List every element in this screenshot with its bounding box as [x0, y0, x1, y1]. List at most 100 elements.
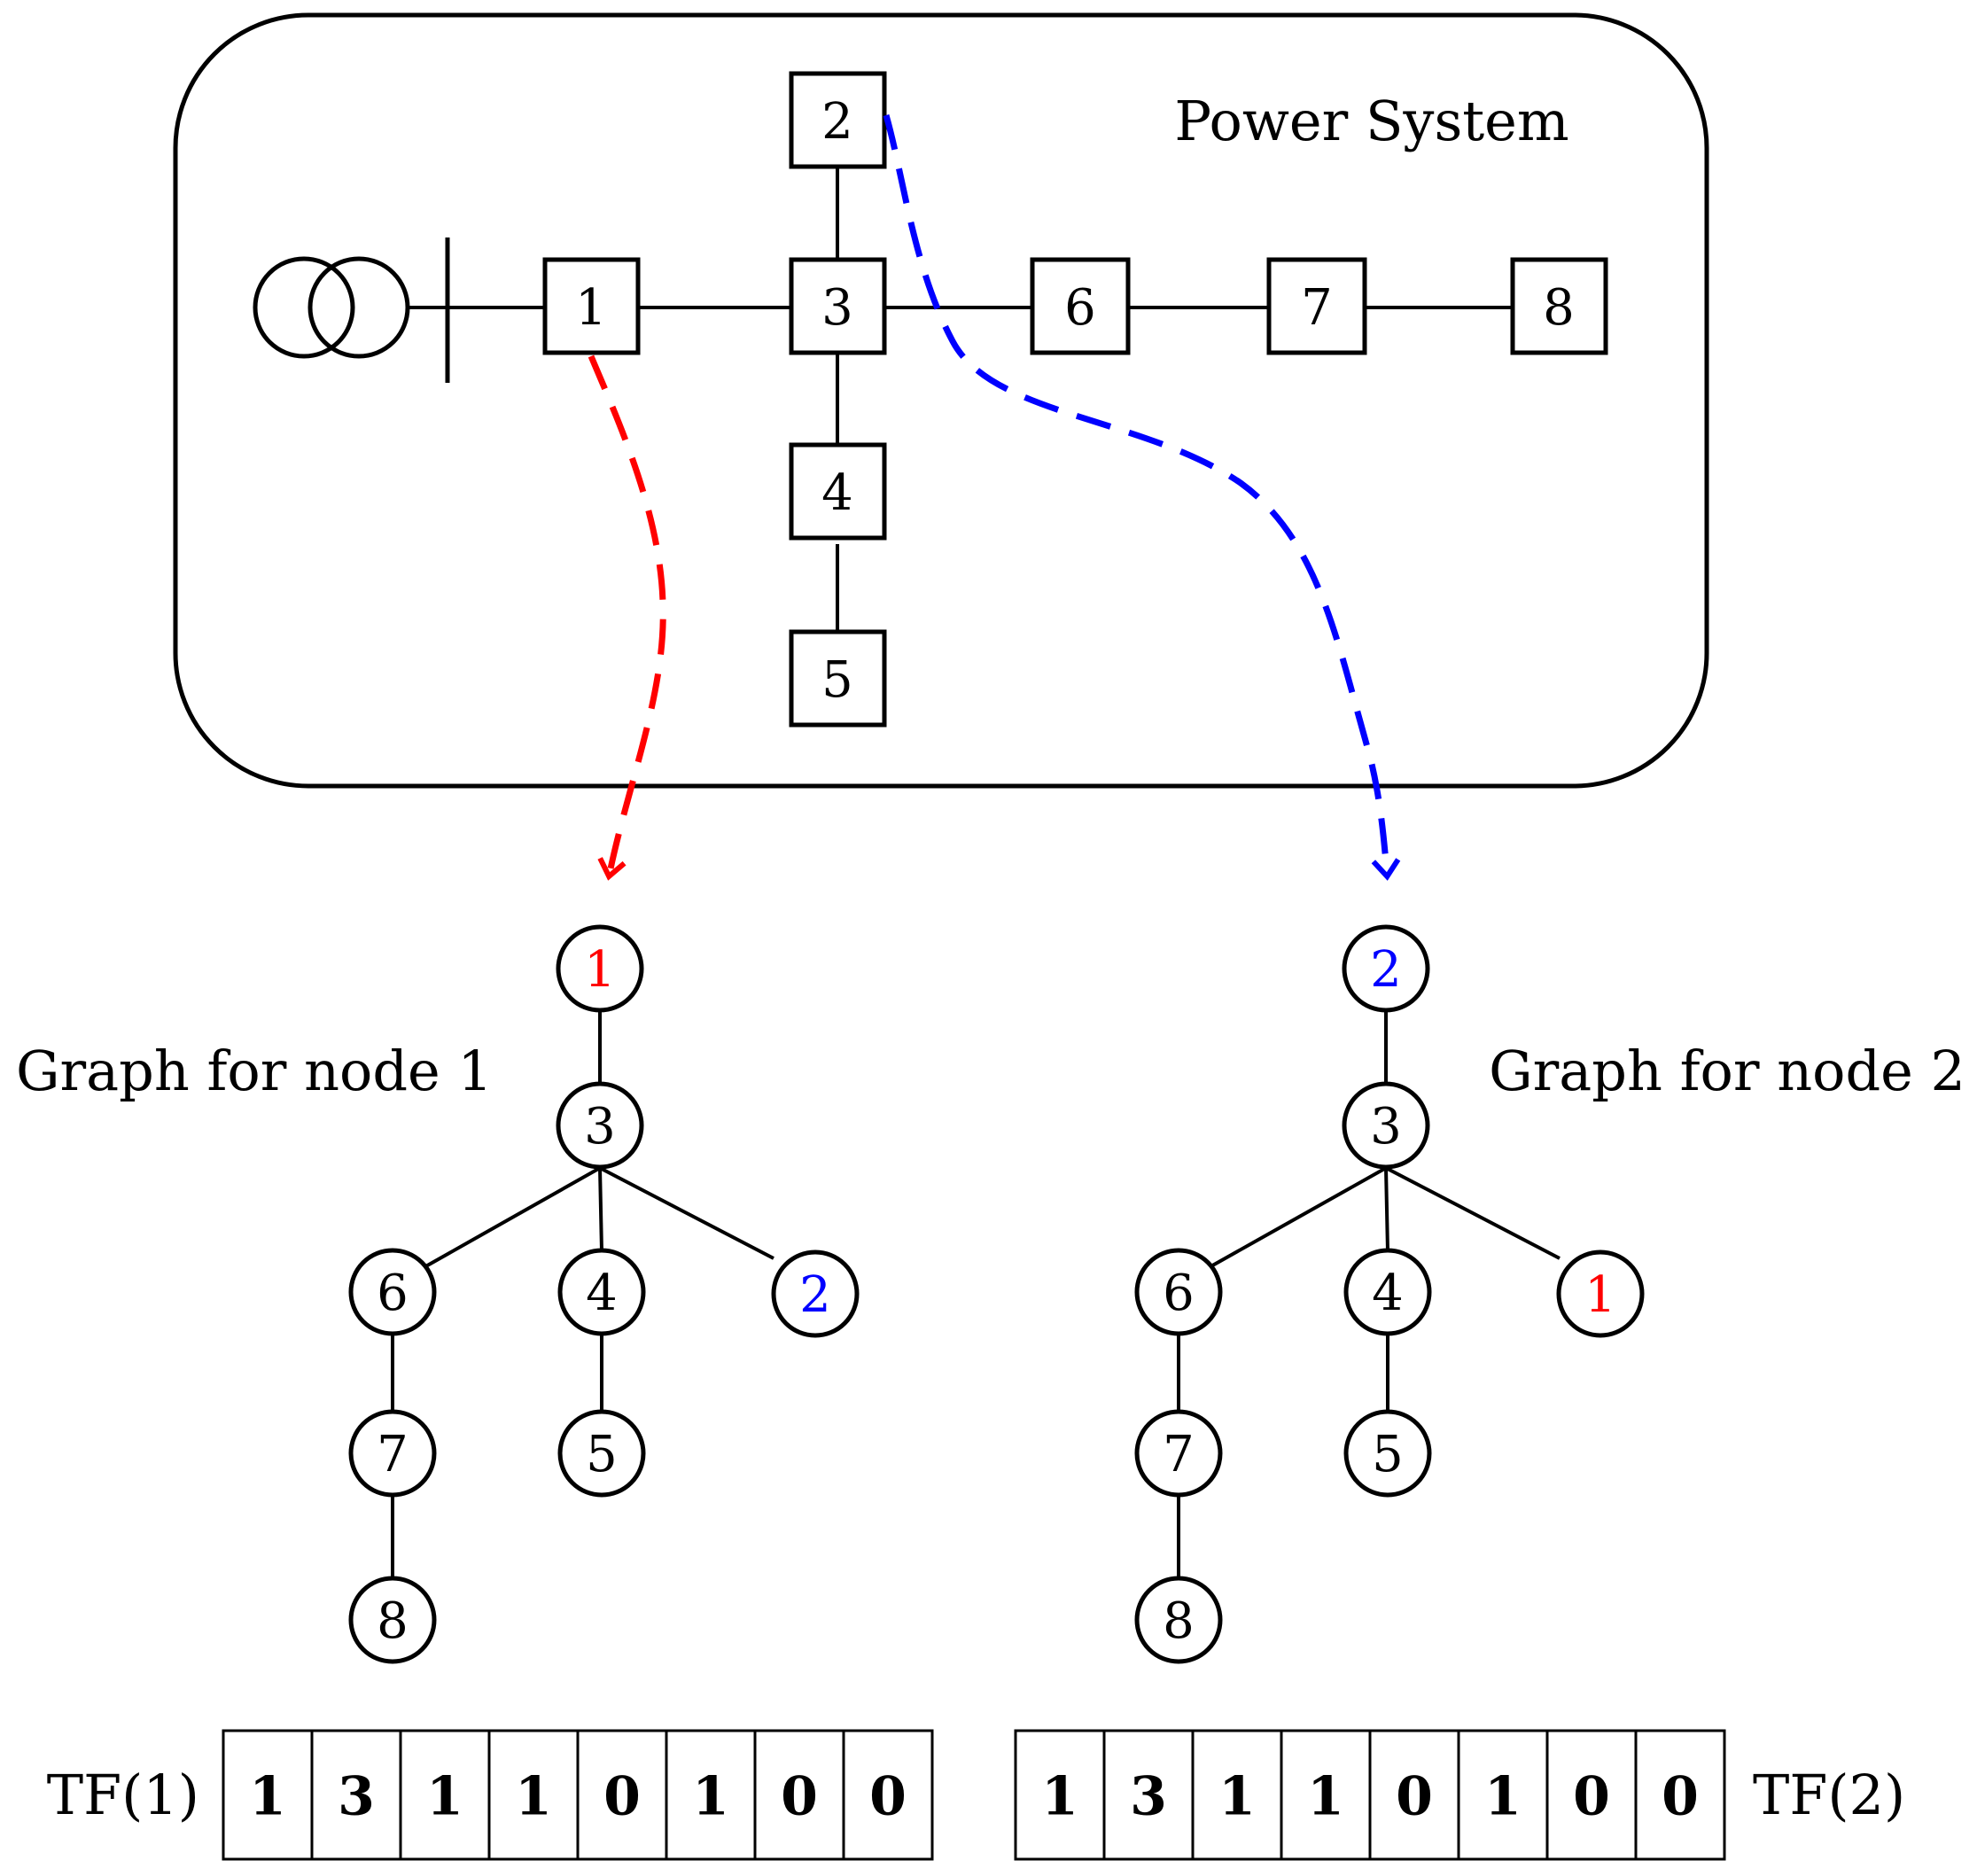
- graph-node_1-circle-3: 3: [556, 1081, 644, 1170]
- svg-text:6: 6: [1163, 1265, 1195, 1322]
- graph-node_1-circle-6: 6: [348, 1248, 437, 1336]
- svg-text:0: 0: [1573, 1766, 1610, 1828]
- transformer-icon: [253, 256, 410, 359]
- svg-text:1: 1: [1307, 1766, 1344, 1828]
- graph-node_1-circle-7: 7: [348, 1409, 437, 1498]
- svg-text:6: 6: [1064, 279, 1096, 337]
- svg-text:7: 7: [1301, 279, 1333, 337]
- svg-text:8: 8: [1543, 279, 1575, 337]
- svg-text:7: 7: [1163, 1426, 1195, 1483]
- svg-text:0: 0: [781, 1766, 818, 1828]
- svg-text:3: 3: [338, 1766, 375, 1828]
- svg-text:5: 5: [586, 1426, 618, 1483]
- svg-text:8: 8: [377, 1592, 409, 1650]
- tf1-cell-1: 3: [310, 1729, 402, 1861]
- graph-node_2-circle-8: 8: [1134, 1576, 1223, 1664]
- graph-node_2-circle-2: 2: [1342, 924, 1430, 1013]
- power-system-panel: Power System 1 2 3: [173, 12, 1709, 789]
- tf1-cell-5: 1: [665, 1729, 757, 1861]
- graph-node_2-circle-5: 5: [1343, 1409, 1432, 1498]
- svg-text:4: 4: [821, 464, 853, 522]
- graph-node_1-circle-1: 1: [556, 924, 644, 1013]
- power-system-border: [173, 12, 1709, 789]
- svg-text:8: 8: [1163, 1592, 1195, 1650]
- bus-4: 4: [789, 442, 887, 541]
- graph-node_2-circle-7: 7: [1134, 1409, 1223, 1498]
- graph-node_2-circle-4: 4: [1343, 1248, 1432, 1336]
- bus-1: 1: [542, 257, 641, 355]
- svg-text:1: 1: [1584, 1266, 1616, 1324]
- svg-text:2: 2: [799, 1266, 831, 1324]
- tf1-cell-3: 1: [487, 1729, 580, 1861]
- power-lines: [448, 167, 1513, 632]
- svg-text:1: 1: [1484, 1766, 1522, 1828]
- graph-node_2-circle-3: 3: [1342, 1081, 1430, 1170]
- tf1-cell-7: 0: [842, 1729, 934, 1861]
- tf1-label: TF(1): [47, 1763, 199, 1827]
- graph-node_2-circle-1: 1: [1556, 1249, 1645, 1338]
- svg-text:5: 5: [1372, 1426, 1404, 1483]
- svg-text:3: 3: [1130, 1766, 1167, 1828]
- graph-node-2-edges: [1177, 1010, 1561, 1577]
- svg-text:1: 1: [426, 1766, 463, 1828]
- svg-text:2: 2: [821, 93, 853, 151]
- svg-text:1: 1: [1218, 1766, 1256, 1828]
- graph-node_1-circle-2: 2: [771, 1249, 860, 1338]
- graph-node-1-title: Graph for node 1: [16, 1039, 493, 1103]
- graph-node_1-circle-5: 5: [557, 1409, 646, 1498]
- tf2-cell-0: 1: [1014, 1729, 1106, 1861]
- svg-text:7: 7: [377, 1426, 409, 1483]
- svg-text:3: 3: [821, 279, 853, 337]
- bus-3: 3: [789, 257, 887, 355]
- tf2-cell-4: 0: [1368, 1729, 1460, 1861]
- graph-node-1: Graph for node 1 1 3 6 4 2 7 5 8: [16, 924, 860, 1664]
- svg-text:1: 1: [1041, 1766, 1078, 1828]
- bus-2: 2: [789, 71, 887, 169]
- graph-node-1-nodes: 1 3 6 4 2 7 5 8: [348, 924, 860, 1664]
- graph-node-2: Graph for node 2 2 3 6 4 1 7 5 8: [1134, 924, 1965, 1664]
- tf2-cell-6: 0: [1545, 1729, 1638, 1861]
- bus-5: 5: [789, 629, 887, 728]
- tf2-cell-2: 1: [1191, 1729, 1283, 1861]
- bus-6: 6: [1030, 257, 1131, 355]
- svg-text:6: 6: [377, 1265, 409, 1322]
- svg-text:4: 4: [1372, 1265, 1404, 1322]
- tf2-cell-7: 0: [1634, 1729, 1726, 1861]
- tf2-cell-1: 3: [1102, 1729, 1195, 1861]
- svg-text:0: 0: [603, 1766, 641, 1828]
- svg-text:1: 1: [575, 279, 607, 337]
- tf2-cell-5: 1: [1457, 1729, 1549, 1861]
- graph-node_2-circle-6: 6: [1134, 1248, 1223, 1336]
- bus-7: 7: [1266, 257, 1367, 355]
- svg-text:1: 1: [692, 1766, 729, 1828]
- svg-text:0: 0: [869, 1766, 907, 1828]
- tf1-cell-4: 0: [576, 1729, 668, 1861]
- graph-node-1-edges: [391, 1010, 774, 1577]
- tf2-cell-3: 1: [1280, 1729, 1372, 1861]
- graph-node-2-nodes: 2 3 6 4 1 7 5 8: [1134, 924, 1645, 1664]
- svg-text:2: 2: [1370, 941, 1402, 999]
- tf1-cell-2: 1: [399, 1729, 491, 1861]
- power-system-title: Power System: [1174, 89, 1568, 153]
- graph-node_1-circle-4: 4: [557, 1248, 646, 1336]
- tf2-label: TF(2): [1753, 1763, 1905, 1827]
- svg-text:1: 1: [584, 941, 616, 999]
- svg-text:0: 0: [1662, 1766, 1699, 1828]
- graph-node_1-circle-8: 8: [348, 1576, 437, 1664]
- arrow-to-graph-node-2: [883, 114, 1401, 881]
- bus-8: 8: [1510, 257, 1608, 355]
- svg-text:0: 0: [1396, 1766, 1433, 1828]
- arrow-to-graph-node-1: [588, 354, 666, 881]
- svg-text:5: 5: [821, 651, 853, 709]
- svg-text:1: 1: [515, 1766, 552, 1828]
- svg-text:4: 4: [586, 1265, 618, 1322]
- svg-text:3: 3: [584, 1098, 616, 1156]
- graph-node-2-title: Graph for node 2: [1489, 1039, 1965, 1103]
- tf1-cell-6: 0: [753, 1729, 845, 1861]
- svg-text:3: 3: [1370, 1098, 1402, 1156]
